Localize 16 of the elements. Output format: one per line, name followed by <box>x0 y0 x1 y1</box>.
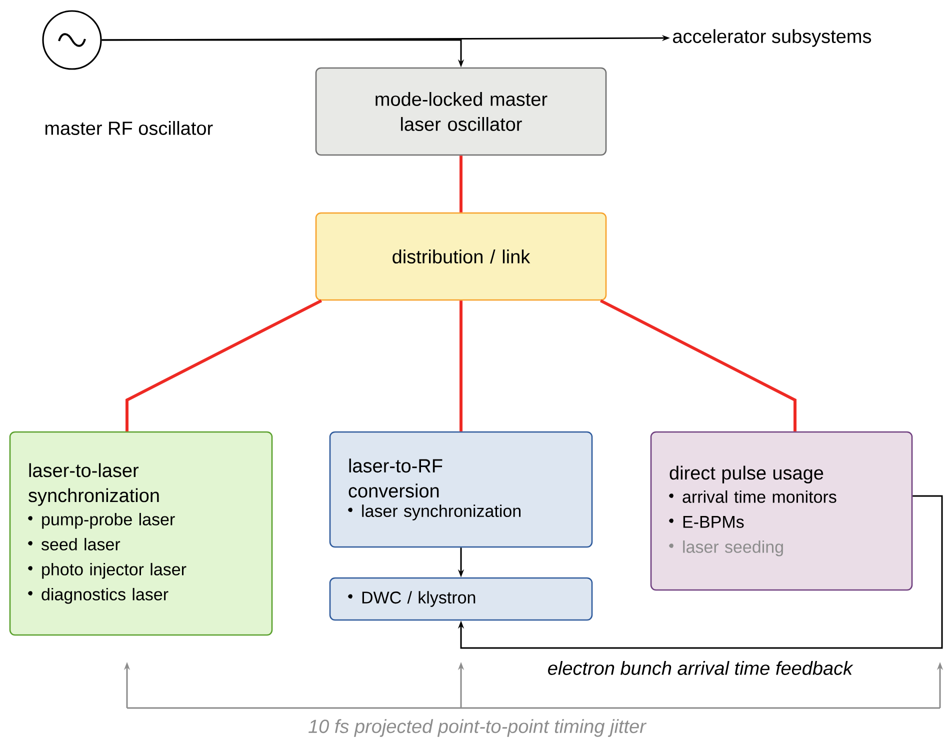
edge-label: electron bunch arrival time feedback <box>545 659 855 677</box>
category-box: laser-to-laser synchronization pump-probe laser seed laser photo injector laser diagnostics laser <box>9 431 273 636</box>
category-box: laser-to-RF conversion laser synchronization <box>329 431 593 548</box>
device-box: DWC / klystron <box>329 577 593 621</box>
connector <box>126 299 322 432</box>
arrow <box>458 495 943 649</box>
output-label: accelerator subsystems <box>673 29 872 47</box>
connector <box>600 299 796 432</box>
oscillator-caption: master RF oscillator <box>45 121 213 135</box>
distribution-box: distribution / link <box>315 212 607 301</box>
oscillator-symbol <box>42 10 102 70</box>
connector <box>460 156 462 212</box>
category-box: direct pulse usage arrival time monitors E-BPMs laser seeding <box>650 431 913 591</box>
jitter-note: 10 fs projected point-to-point timing jitter <box>308 719 647 737</box>
oscillator-box: mode-locked master laser oscillator <box>315 67 607 156</box>
connector <box>460 300 462 432</box>
